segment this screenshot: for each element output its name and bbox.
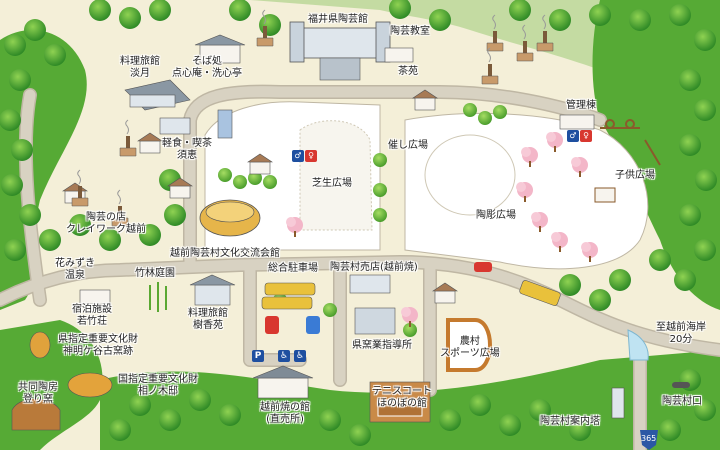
label-chushajo[interactable]: 総合駐車場 [268,263,318,274]
label-tougei-mise[interactable]: 陶芸の店 クレイワーク越前 [66,212,146,235]
label-shukuhaku[interactable]: 宿泊施設 若竹荘 [72,304,112,327]
label-chaen[interactable]: 茶苑 [398,66,418,77]
label-shibafu[interactable]: 芝生広場 [312,178,352,189]
label-ryouri-kikou[interactable]: 料理旅館 樹香苑 [188,308,228,331]
label-ryouri-awaji[interactable]: 料理旅館 淡月 [120,56,160,79]
label-echizenyaki[interactable]: 越前焼の館 (直売所) [260,402,310,425]
roads [0,84,720,450]
label-kougyou[interactable]: 県窯業指導所 [352,340,412,351]
label-hanamizuki[interactable]: 花みずき 温泉 [55,258,95,281]
label-annaitou[interactable]: 陶芸村案内塔 [540,416,600,427]
label-tougei-kyoushitsu[interactable]: 陶芸教室 [390,26,430,37]
label-sports[interactable]: 農村 スポーツ広場 [440,336,500,359]
label-touchou[interactable]: 陶彫広場 [476,210,516,221]
label-juuyou2[interactable]: 国指定重要文化財 相ノ木邸 [118,374,198,397]
label-kaigan[interactable]: 至越前海岸 20分 [656,322,706,345]
traffic-light-icon [672,382,690,388]
route-365-icon [640,430,658,450]
wc-icon: ♀ [305,150,317,162]
label-tennis[interactable]: テニスコート ほのぼの館 [372,386,432,409]
label-muraguchi[interactable]: 陶芸村口 [662,396,702,407]
label-kyoudou[interactable]: 共同陶房 登り窯 [18,382,58,405]
label-kanri[interactable]: 管理棟 [566,100,596,111]
playground [594,119,661,203]
label-koryukaikan[interactable]: 越前陶芸村文化交流会館 [170,248,280,259]
disabled-icon: ♿ [278,350,290,362]
label-keishoku[interactable]: 軽食・喫茶 須恵 [162,138,212,161]
label-saiyama[interactable]: 催し広場 [388,140,428,151]
disabled-icon: ♿ [294,350,306,362]
wc-icon: ♂ [567,130,579,142]
parking-icon: P [252,350,264,362]
label-kodomo[interactable]: 子供広場 [615,170,655,181]
vehicles [261,262,561,334]
label-chikurin[interactable]: 竹林庭園 [135,268,175,279]
route-365-label: 365 [641,434,657,443]
buildings [11,21,649,431]
label-juuyou1[interactable]: 県指定重要文化財 神明ケ谷古窯跡 [58,334,138,357]
forest-top [150,0,720,120]
label-soba[interactable]: そば処 点心庵・洗心亭 [172,56,242,79]
wc-icon: ♂ [292,150,304,162]
label-tougeikan[interactable]: 福井県陶芸館 [308,14,368,25]
label-baiten[interactable]: 陶芸村売店(越前焼) [330,262,418,273]
wc-icon: ♀ [580,130,592,142]
